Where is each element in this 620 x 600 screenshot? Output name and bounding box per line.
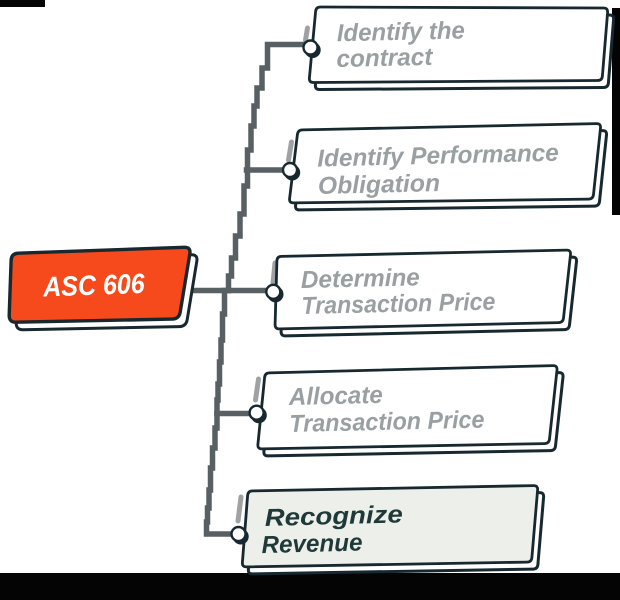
svg-text:Allocate: Allocate — [288, 382, 384, 411]
svg-text:Identify the: Identify the — [337, 17, 466, 47]
svg-text:contract: contract — [336, 44, 433, 73]
svg-text:ASC 606: ASC 606 — [42, 268, 146, 303]
svg-text:Identify Performance: Identify Performance — [317, 140, 559, 173]
svg-text:Determine: Determine — [301, 264, 421, 294]
svg-text:Revenue: Revenue — [261, 529, 363, 559]
svg-text:Recognize: Recognize — [264, 501, 403, 532]
svg-text:Transaction Price: Transaction Price — [301, 289, 496, 320]
svg-text:Obligation: Obligation — [318, 170, 441, 200]
svg-text:Transaction Price: Transaction Price — [289, 407, 485, 438]
